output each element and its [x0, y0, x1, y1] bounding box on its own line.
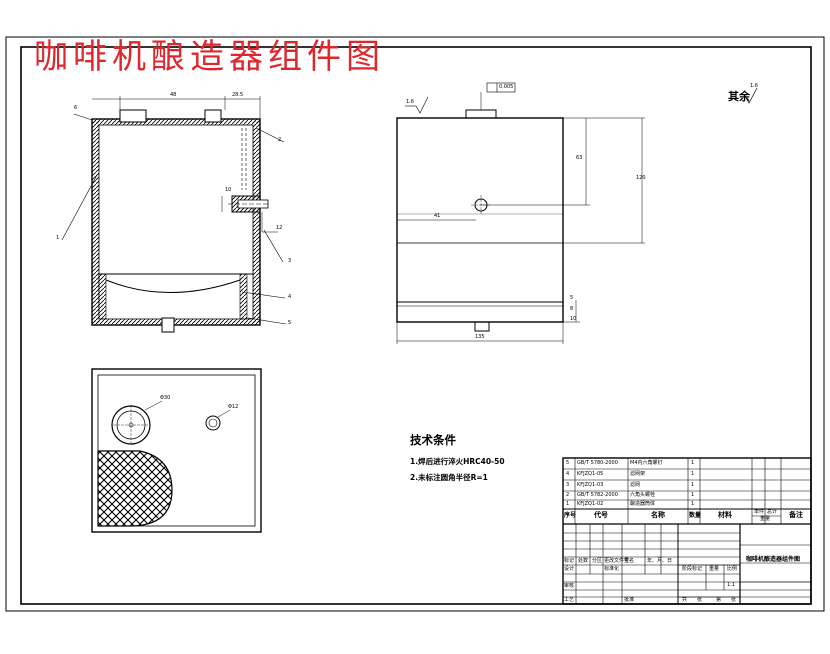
flatness-mark: 0.005 [499, 84, 514, 90]
bom-name: 酿造器筒体 [630, 501, 656, 507]
bom-code: KFJZQ1-03 [577, 482, 604, 488]
tech-requirement-1: 1.焊后进行淬火HRC40-50 [410, 457, 505, 466]
tb-drawing-name: 咖啡机酿造器组件图 [746, 556, 801, 563]
bom-code: GB/T 5782-2000 [577, 492, 618, 498]
side-dim-mid: 41 [434, 213, 441, 219]
bom-no: 2 [566, 492, 570, 498]
balloon-2: 2 [278, 137, 282, 143]
tb-label-mark: 标记 [564, 558, 575, 564]
bom-no: 3 [566, 482, 570, 488]
bom-no: 4 [566, 471, 570, 477]
drawing-title: 咖啡机酿造器组件图 [34, 37, 385, 77]
tb-label-change-doc: 更改文件号 [604, 558, 630, 564]
bom-qty: 1 [691, 471, 695, 477]
bom-header-note: 备注 [789, 511, 803, 519]
bom-header-no: 序号 [564, 512, 577, 519]
bom-name: M4内六角螺钉 [630, 460, 663, 466]
top-dia-small: Φ12 [228, 404, 239, 410]
tech-requirement-2: 2.未标注圆角半径R=1 [410, 473, 488, 482]
bom-header-material: 材料 [718, 511, 732, 519]
tb-sheet-index: 第 [716, 597, 722, 603]
bom-code: KFJZQ1-02 [577, 501, 604, 507]
bom-header-total: 总计 [767, 509, 778, 515]
bom-qty: 1 [691, 501, 695, 507]
front-dim-top-left: 48 [170, 92, 177, 98]
tb-label-date: 年、月、日 [647, 558, 673, 564]
tb-sheet-total: 共 [682, 597, 688, 603]
bom-qty: 1 [691, 460, 695, 466]
bom-qty: 1 [691, 492, 695, 498]
bom-no: 5 [566, 460, 570, 466]
bom-name: 滤网 [630, 482, 641, 488]
side-dim-bottom-3: 10 [570, 316, 577, 322]
top-view [91, 368, 262, 533]
tb-process: 工艺 [564, 597, 575, 603]
tb-label-count: 处数 [578, 558, 589, 564]
roughness-value: 1.6 [750, 83, 758, 89]
tb-weight: 重量 [709, 566, 720, 572]
parts-table [562, 457, 812, 605]
top-dia-large: Φ30 [160, 395, 171, 401]
bom-header-single: 单件 [754, 509, 765, 515]
side-dim-height-upper: 63 [576, 155, 583, 161]
surface-mark-top: 1.6 [406, 99, 414, 105]
tech-requirements-heading: 技术条件 [410, 433, 456, 447]
balloon-1: 1 [56, 235, 60, 241]
tb-design: 设计 [564, 566, 575, 572]
tb-stage-mark: 阶段标记 [682, 566, 703, 572]
tb-label-zone: 分区 [592, 558, 603, 564]
outer-border [5, 36, 825, 612]
roughness-prefix: 其余 [728, 90, 750, 103]
bom-header-name: 名称 [651, 511, 665, 519]
bom-name: 滤网架 [630, 471, 646, 477]
bom-header-code: 代号 [594, 511, 608, 519]
tb-standardize: 标准化 [604, 566, 620, 572]
balloon-5: 5 [288, 320, 292, 326]
bom-name: 六角头螺栓 [630, 492, 656, 498]
tb-sheet-total-unit: 张 [697, 597, 703, 603]
bom-qty: 1 [691, 482, 695, 488]
front-dim-side-2: 12 [276, 225, 283, 231]
front-dim-top-right: 28.5 [232, 92, 244, 98]
balloon-3: 3 [288, 258, 292, 264]
bom-header-qty: 数量 [689, 512, 702, 519]
side-view [396, 82, 758, 344]
balloon-6: 6 [74, 105, 78, 111]
tb-scale-value: 1:1 [727, 582, 736, 588]
side-dim-width: 135 [475, 334, 485, 340]
tb-approve: 批准 [624, 597, 635, 603]
bom-code: GB/T 5780-2000 [577, 460, 618, 466]
bom-code: KFJZQ1-05 [577, 471, 604, 477]
side-dim-bottom-2: 8 [570, 306, 574, 312]
balloon-4: 4 [288, 294, 292, 300]
roughness-note: 其余 [728, 88, 750, 104]
side-dim-height-total: 120 [636, 175, 646, 181]
tb-review: 审核 [564, 583, 575, 589]
front-section-view [61, 96, 287, 333]
tb-label-sign: 签名 [624, 558, 635, 564]
bom-header-weight: 重量 [760, 516, 771, 522]
tb-scale: 比例 [727, 566, 738, 572]
tb-sheet-index-unit: 张 [731, 597, 737, 603]
bom-no: 1 [566, 501, 570, 507]
front-dim-side-1: 10 [225, 187, 232, 193]
inner-border [20, 46, 812, 605]
side-dim-bottom-1: 5 [570, 295, 574, 301]
